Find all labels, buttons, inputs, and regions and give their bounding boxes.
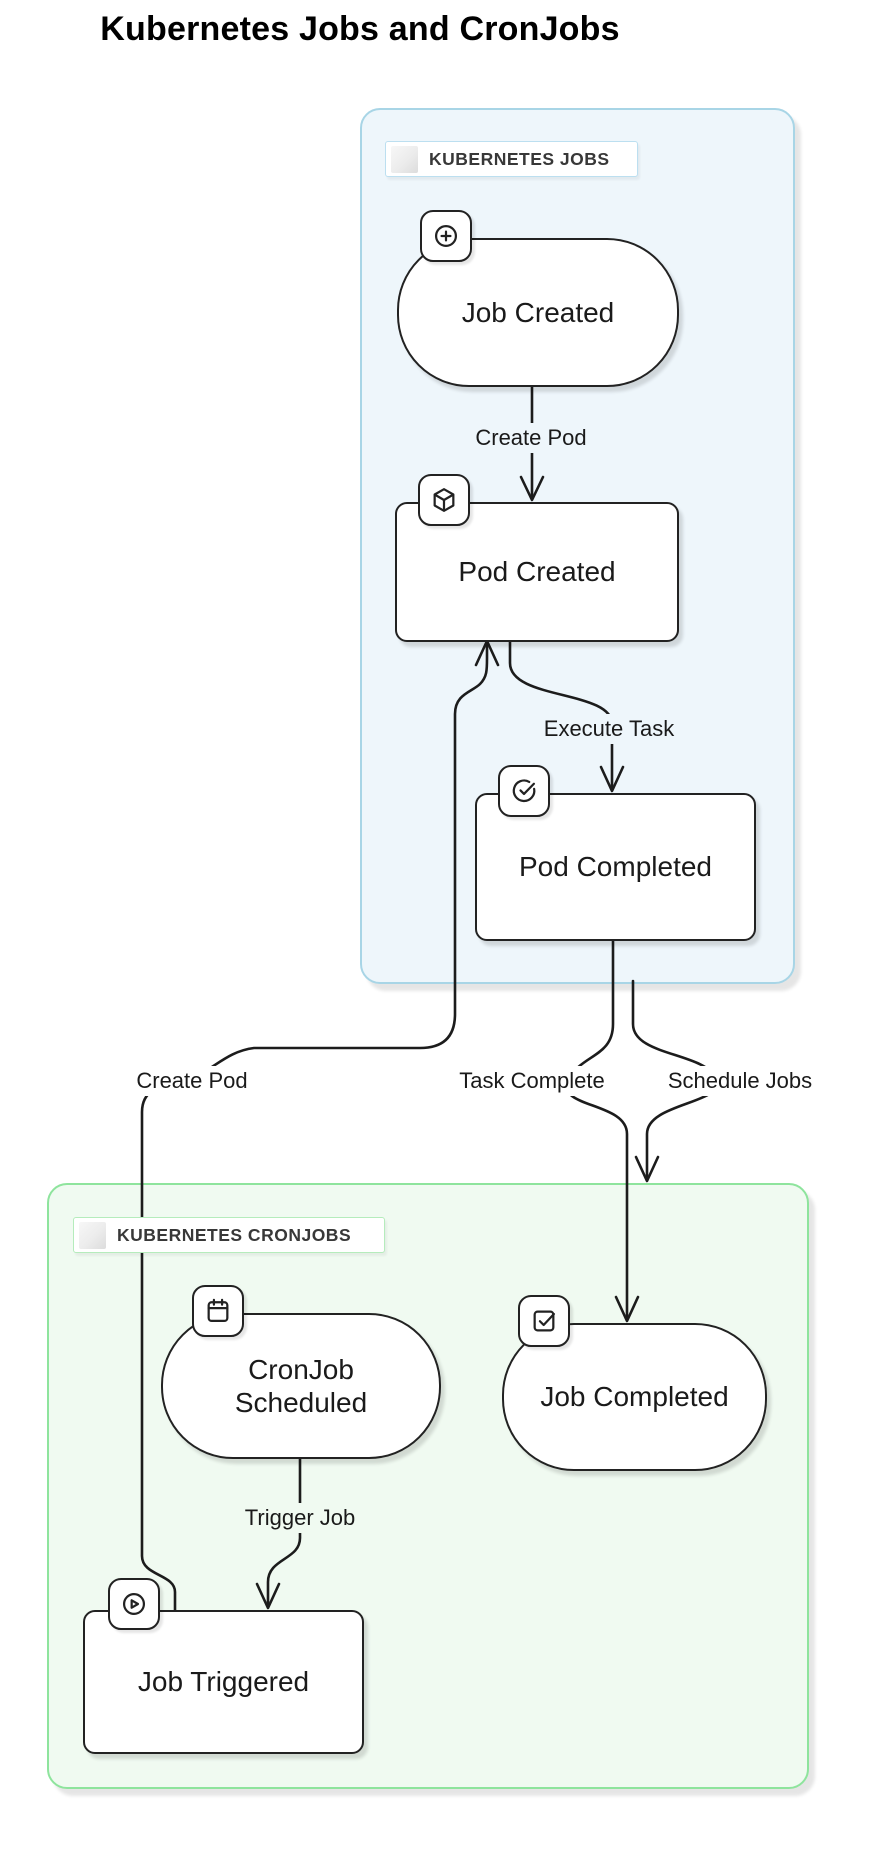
node-pod-completed-label: Pod Completed <box>518 851 712 883</box>
calendar-icon <box>192 1285 244 1337</box>
check-square-icon <box>518 1295 570 1347</box>
node-cronjob-scheduled-label: CronJob Scheduled <box>234 1353 368 1418</box>
edge-label-schedule-jobs: Schedule Jobs <box>659 1066 821 1096</box>
node-job-triggered-label: Job Triggered <box>137 1666 310 1698</box>
play-circle-icon <box>108 1578 160 1630</box>
node-job-created: Job Created <box>397 238 679 387</box>
subgraph-cronjobs-title-text: KUBERNETES CRONJOBS <box>117 1224 352 1245</box>
check-circle-icon <box>498 765 550 817</box>
subgraph-jobs-title: KUBERNETES JOBS <box>385 141 638 177</box>
edge-label-create-pod-1: Create Pod <box>467 423 595 453</box>
plus-circle-icon <box>420 210 472 262</box>
swatch-icon <box>79 1221 106 1249</box>
node-job-completed: Job Completed <box>502 1323 767 1471</box>
node-job-created-label: Job Created <box>461 296 615 328</box>
edge-label-trigger-job: Trigger Job <box>236 1503 364 1533</box>
node-pod-created-label: Pod Created <box>458 556 616 588</box>
edge-label-execute-task: Execute Task <box>535 714 683 744</box>
edge-label-task-complete: Task Complete <box>451 1066 613 1096</box>
node-job-completed-label: Job Completed <box>540 1381 729 1413</box>
cube-icon <box>418 474 470 526</box>
arrowhead-schedule-jobs <box>634 1155 660 1183</box>
node-job-triggered: Job Triggered <box>83 1610 364 1754</box>
diagram-title: Kubernetes Jobs and CronJobs <box>100 10 620 48</box>
subgraph-jobs-title-text: KUBERNETES JOBS <box>429 148 610 169</box>
swatch-icon <box>391 145 418 173</box>
subgraph-cronjobs-title: KUBERNETES CRONJOBS <box>73 1217 385 1253</box>
edge-label-create-pod-2: Create Pod <box>128 1066 256 1096</box>
